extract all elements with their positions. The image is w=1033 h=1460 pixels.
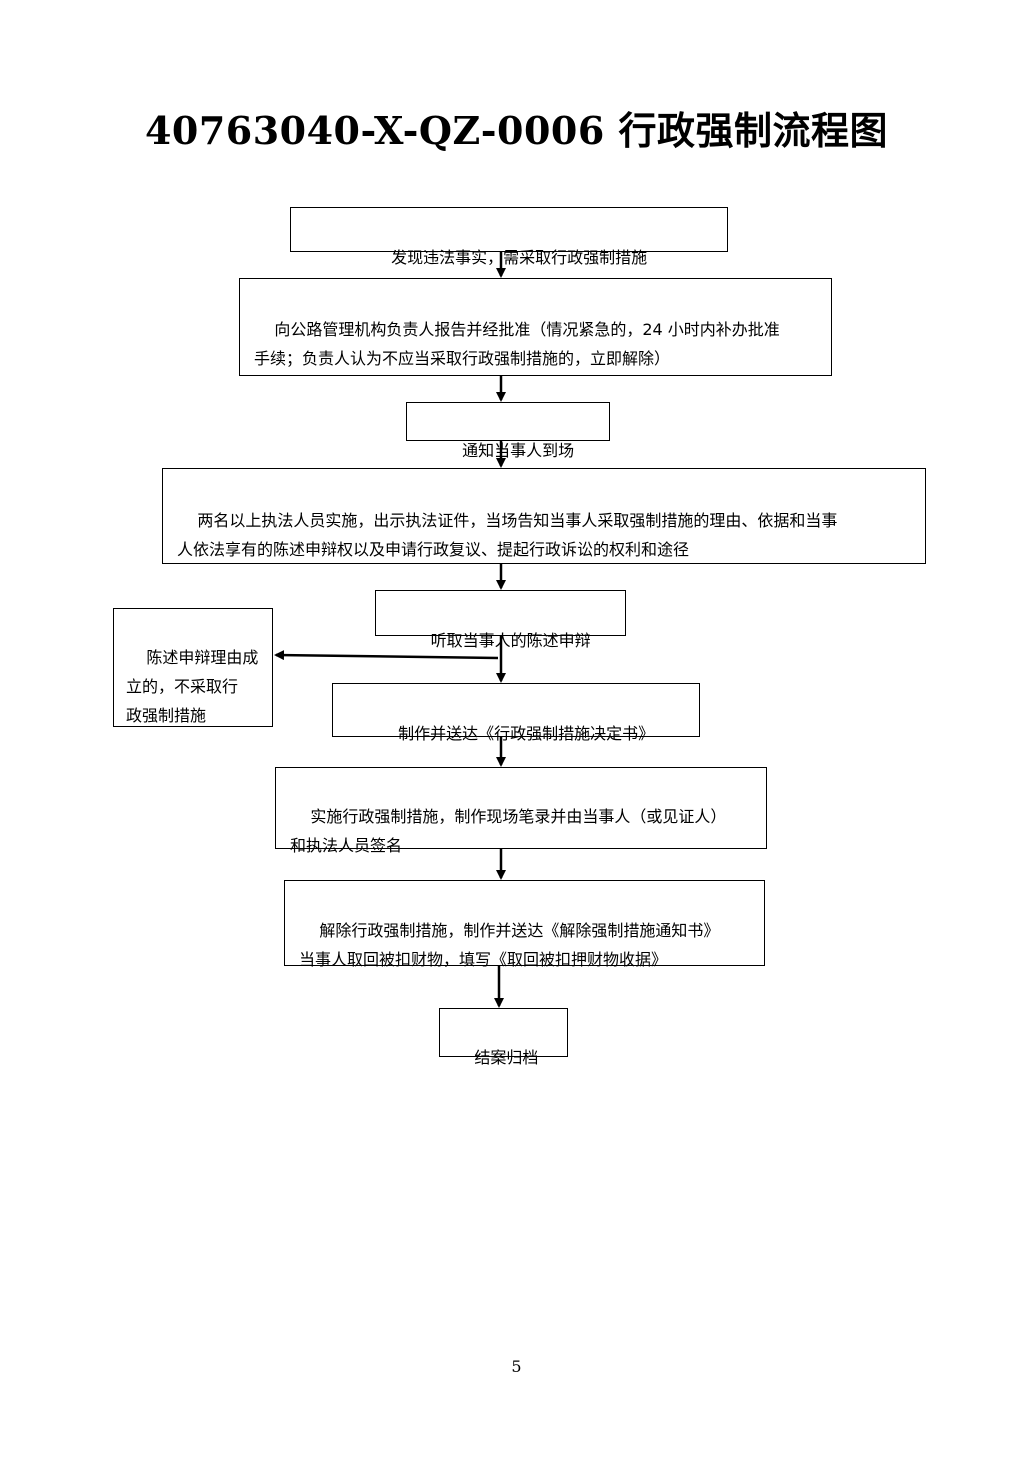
step-implement-record: 实施行政强制措施，制作现场笔录并由当事人（或见证人） 和执法人员签名 <box>275 767 767 855</box>
step-text: 实施行政强制措施，制作现场笔录并由当事人（或见证人） 和执法人员签名 <box>290 807 727 855</box>
side-no-enforcement: 陈述申辩理由成 立的，不采取行 政强制措施 <box>113 608 273 727</box>
step-text: 向公路管理机构负责人报告并经批准（情况紧急的，24 小时内补办批准 手续；负责人… <box>254 320 780 368</box>
step-text: 听取当事人的陈述申辩 <box>430 631 591 650</box>
step-text: 结案归档 <box>474 1048 539 1067</box>
page-number: 5 <box>511 1357 522 1376</box>
step-discover-violation: 发现违法事实，需采取行政强制措施 <box>290 207 728 267</box>
step-text: 通知当事人到场 <box>462 441 575 460</box>
step-text: 解除行政强制措施，制作并送达《解除强制措施通知书》 当事人取回被扣财物，填写《取… <box>299 921 720 969</box>
step-issue-decision: 制作并送达《行政强制措施决定书》 <box>332 683 700 743</box>
page-title: 40763040-X-QZ-0006 行政强制流程图 <box>144 108 889 153</box>
step-notify-party: 通知当事人到场 <box>406 402 610 460</box>
arrow-5-side <box>274 650 499 661</box>
step-text: 发现违法事实，需采取行政强制措施 <box>391 248 648 267</box>
step-text: 制作并送达《行政强制措施决定书》 <box>398 724 655 743</box>
step-enforce-inform: 两名以上执法人员实施，出示执法证件，当场告知当事人采取强制措施的理由、依据和当事… <box>162 468 926 564</box>
step-release-return: 解除行政强制措施，制作并送达《解除强制措施通知书》 当事人取回被扣财物，填写《取… <box>284 880 765 969</box>
step-report-approval: 向公路管理机构负责人报告并经批准（情况紧急的，24 小时内补办批准 手续；负责人… <box>239 278 832 376</box>
step-close-case: 结案归档 <box>439 1008 568 1067</box>
side-text: 陈述申辩理由成 立的，不采取行 政强制措施 <box>126 648 259 725</box>
step-text: 两名以上执法人员实施，出示执法证件，当场告知当事人采取强制措施的理由、依据和当事… <box>177 511 838 559</box>
step-hear-statement: 听取当事人的陈述申辩 <box>375 590 626 650</box>
